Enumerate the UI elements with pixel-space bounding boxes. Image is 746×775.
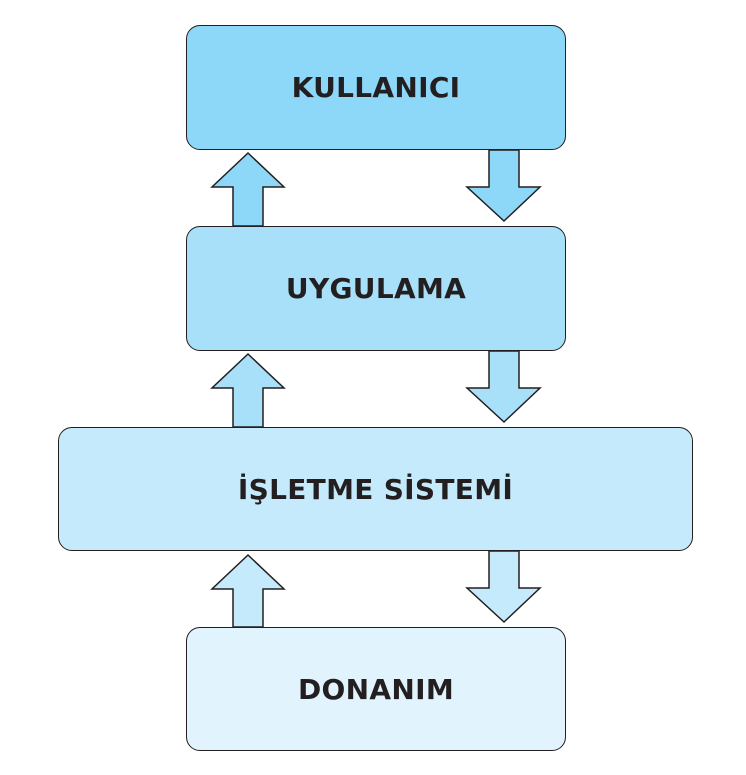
layer-kullanici: KULLANICI — [186, 25, 566, 150]
layer-uygulama: UYGULAMA — [186, 226, 566, 351]
up-arrow-uygulama-to-kullanici — [210, 151, 286, 227]
layer-donanim: DONANIM — [186, 627, 566, 751]
layer-label-isletme-sistemi: İŞLETME SİSTEMİ — [237, 472, 514, 506]
layer-label-kullanici: KULLANICI — [291, 71, 461, 104]
layer-isletme-sistemi: İŞLETME SİSTEMİ — [58, 427, 693, 551]
up-arrow-isletme-to-uygulama — [210, 352, 286, 428]
down-arrow-uygulama-to-isletme — [465, 350, 542, 424]
layer-label-uygulama: UYGULAMA — [285, 272, 467, 305]
up-arrow-donanim-to-isletme — [210, 553, 286, 628]
down-arrow-isletme-to-donanim — [465, 550, 542, 624]
down-arrow-kullanici-to-uygulama — [465, 149, 542, 223]
layer-label-donanim: DONANIM — [298, 672, 454, 706]
